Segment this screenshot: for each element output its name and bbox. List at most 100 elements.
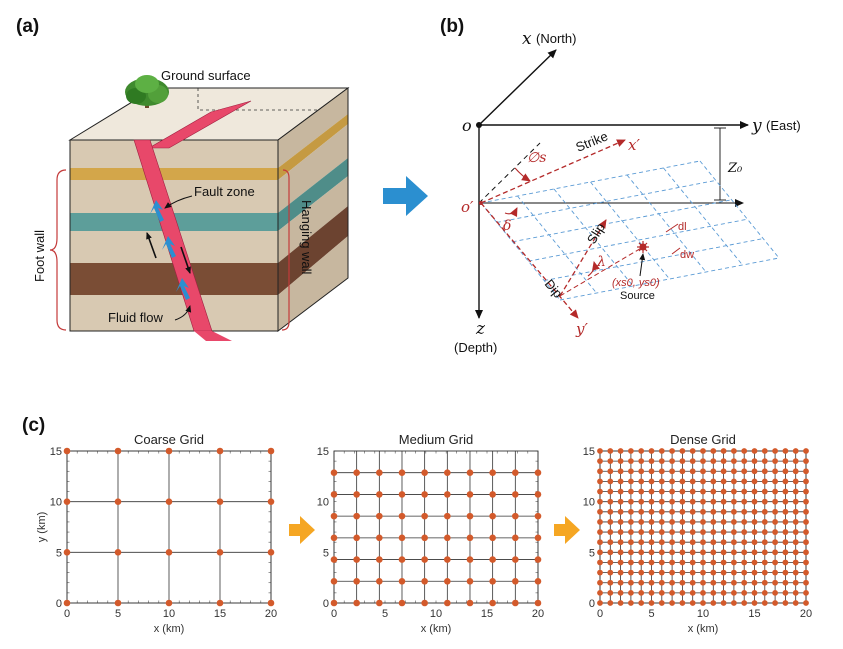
grid-point [803, 529, 809, 535]
grid-point [466, 534, 474, 542]
grid-point [267, 447, 275, 455]
grid-point [597, 448, 603, 454]
grid-point [741, 519, 748, 525]
grid-point [689, 529, 696, 535]
grid-point [597, 468, 603, 475]
grid-point [658, 508, 665, 515]
grid-point [628, 579, 634, 586]
grid-point [782, 458, 789, 465]
grid-point [638, 589, 645, 596]
grid-point [628, 458, 634, 465]
y-tick-label: 0 [589, 598, 595, 610]
grid-point [761, 478, 768, 485]
grid-point [761, 569, 768, 576]
grid-point [607, 498, 614, 505]
grid-point [751, 579, 758, 586]
grid-point [782, 549, 789, 556]
x-tick-label: 5 [648, 608, 654, 620]
grid-point [669, 508, 675, 515]
grid-point [792, 508, 799, 515]
grid-point [689, 478, 696, 485]
grid-point [751, 478, 758, 485]
grid-point [792, 468, 799, 475]
grid-point [658, 498, 665, 505]
grid-point [792, 600, 799, 606]
grid-point [761, 589, 768, 596]
grid-point [534, 577, 542, 585]
panel-a-label: (a) [16, 16, 39, 37]
grid-point [617, 448, 624, 454]
delta-arc [504, 207, 518, 217]
grid-point [658, 448, 665, 454]
grid-point [751, 448, 758, 454]
phi-s-label: ∅s [527, 150, 546, 166]
phi-arc [514, 167, 531, 182]
grid-point [792, 569, 799, 576]
grid-point [330, 491, 338, 498]
grid-point [731, 579, 737, 586]
grid-point [628, 468, 634, 475]
grid-point [607, 488, 614, 495]
grid-point [216, 549, 224, 556]
grid-point [803, 458, 809, 465]
y-tick-label: 0 [323, 598, 329, 610]
grid-point [792, 478, 799, 485]
grid-point [638, 498, 645, 505]
grid-point [731, 539, 737, 546]
grid-point [741, 559, 748, 566]
grid-point [741, 498, 748, 505]
ground-surface-label: Ground surface [161, 68, 251, 83]
grid-point [444, 469, 451, 477]
grid-point [63, 549, 71, 556]
grid-point [658, 488, 665, 495]
panel-b-label: (b) [440, 16, 464, 37]
grid-point [648, 458, 655, 465]
grid-point [700, 579, 706, 586]
grid-point [679, 508, 686, 515]
grid-point [803, 478, 809, 485]
grid-point [761, 600, 768, 606]
x-axis-symbol: x [522, 29, 532, 49]
grid-point [398, 577, 406, 585]
grid-point [689, 488, 696, 495]
grid-point [489, 534, 496, 542]
grid-point [617, 559, 624, 566]
source-pointer [639, 253, 646, 277]
grid-point [751, 559, 758, 566]
grid-point [617, 579, 624, 586]
grid-point [597, 589, 603, 596]
grid-point [648, 508, 655, 515]
slip-arrow-up [146, 232, 157, 259]
grid-point [658, 549, 665, 556]
fault-bottom [194, 331, 232, 341]
grid-point [617, 508, 624, 515]
grid-point [731, 508, 737, 515]
grid-point [720, 448, 727, 454]
grid-point [648, 569, 655, 576]
grid-point [607, 569, 614, 576]
y-tick-label: 10 [583, 497, 595, 509]
grid-point [607, 559, 614, 566]
grid-point [444, 577, 451, 585]
fault-zone-label: Fault zone [194, 184, 255, 199]
grid-point [648, 549, 655, 556]
grid-point [772, 589, 778, 596]
grid-point [216, 447, 224, 455]
x-tick-label: 20 [265, 608, 277, 620]
grid-point [751, 488, 758, 495]
grid-point [792, 559, 799, 566]
x-axis [478, 49, 557, 126]
grid-point [597, 458, 603, 465]
grid-point [700, 448, 706, 454]
x-tick-label: 15 [748, 608, 760, 620]
grid-point [803, 579, 809, 586]
grid-point [792, 458, 799, 465]
grid-point [720, 600, 727, 606]
grid-point [648, 539, 655, 546]
grid-point [772, 519, 778, 525]
grid-point [803, 539, 809, 546]
panel-c-label: (c) [22, 415, 45, 436]
grid-point [597, 569, 603, 576]
